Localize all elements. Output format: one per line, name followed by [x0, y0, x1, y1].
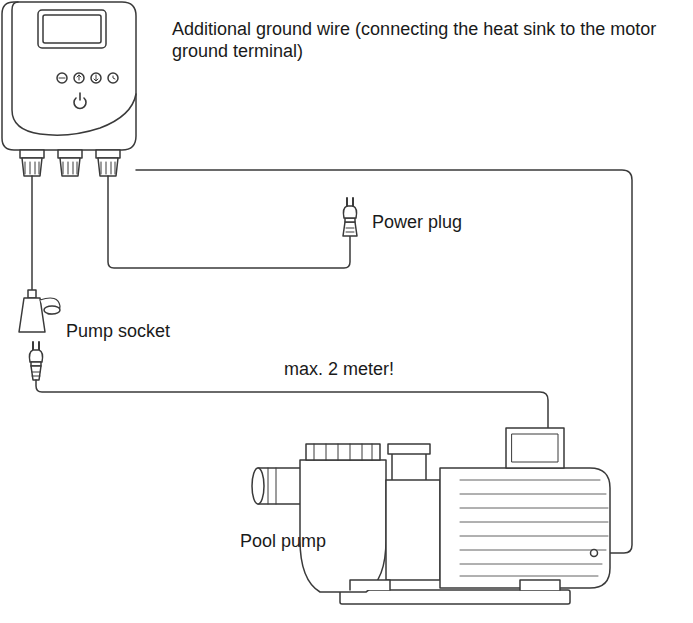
controller-housing: [2, 2, 136, 150]
ground-terminal: [591, 550, 598, 557]
terminal-box: [506, 428, 564, 468]
pump-socket: [19, 290, 60, 332]
power-plug: [343, 198, 357, 236]
strainer-lid: [306, 444, 380, 460]
wire-note: Additional ground wire (connecting the h…: [172, 18, 672, 62]
display-frame: [38, 10, 106, 48]
control-buttons: [57, 73, 118, 108]
pump-volute: [386, 480, 440, 580]
power-symbol: [74, 93, 86, 108]
part-label: Power plug: [372, 211, 462, 233]
socket-cable: [31, 176, 33, 290]
part-label: Pool pump: [240, 530, 326, 552]
part-label: Pump socket: [66, 320, 170, 342]
strainer-bowl: [300, 460, 386, 592]
controller-unit: [2, 2, 136, 176]
pump-plug: [29, 342, 42, 380]
power-cable: [108, 176, 350, 268]
pump-cable: [36, 380, 548, 428]
motor-fins: [460, 480, 608, 576]
cable-glands: [20, 150, 120, 176]
controller-panel-curve: [12, 2, 136, 135]
motor-body: [440, 468, 610, 588]
inlet-pipe: [258, 468, 306, 504]
pool-pump: [252, 428, 610, 604]
pump-base: [340, 590, 570, 604]
display-screen: [43, 15, 101, 43]
part-label: max. 2 meter!: [284, 358, 394, 380]
